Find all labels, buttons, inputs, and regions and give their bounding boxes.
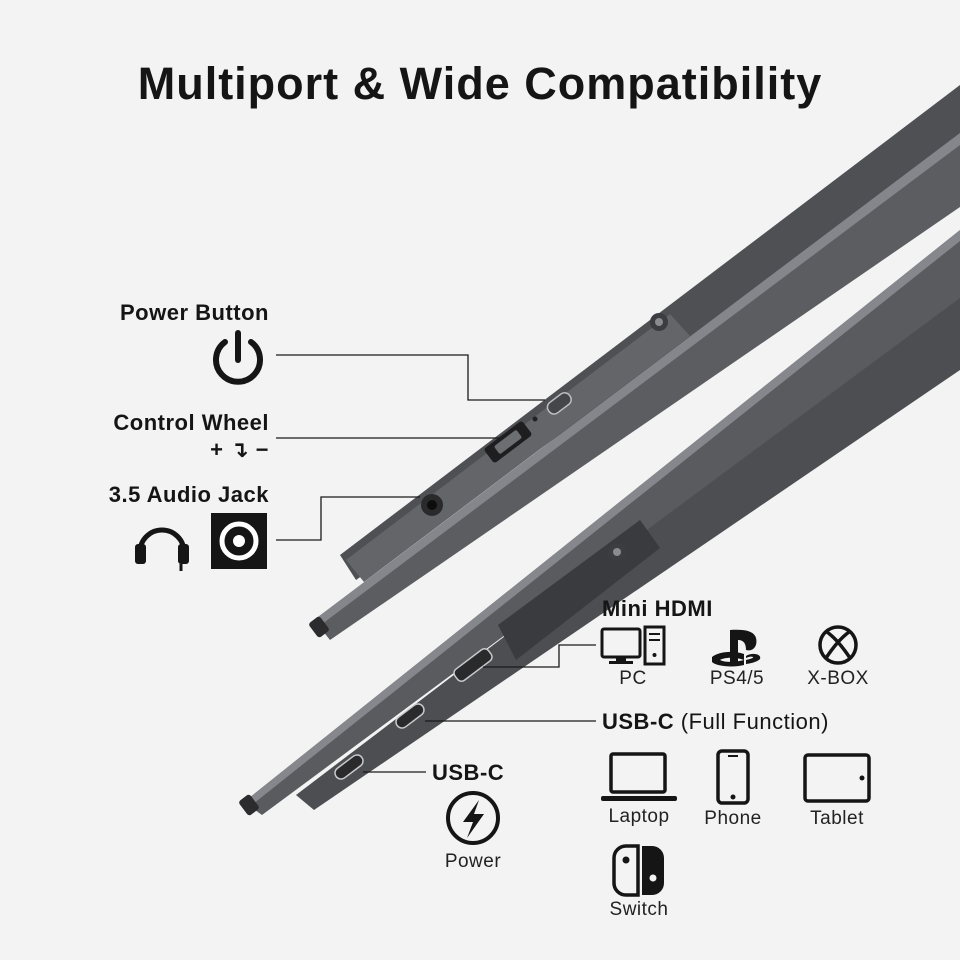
audio-jack-icon xyxy=(211,513,267,569)
xbox-label: X-BOX xyxy=(807,668,869,689)
power-button-port xyxy=(546,392,572,415)
pc-label: PC xyxy=(619,668,647,689)
audio-jack-port xyxy=(421,494,443,516)
power-leader-line xyxy=(276,354,545,401)
usbc-full-port xyxy=(395,703,425,729)
control-wheel-label: Control Wheel xyxy=(113,410,269,435)
xbox-icon xyxy=(818,625,858,665)
hdmi-leader-line xyxy=(483,644,596,668)
usbc-power-port xyxy=(334,754,364,780)
usbc-power-label: USB-C xyxy=(432,760,505,785)
laptop-label: Laptop xyxy=(608,806,670,827)
audio-jack-label: 3.5 Audio Jack xyxy=(108,482,269,507)
playstation-icon xyxy=(712,629,761,667)
lightning-power-icon xyxy=(446,791,500,845)
audio-leader-line xyxy=(276,496,420,541)
power-caption: Power xyxy=(444,851,502,872)
control-wheel-symbols: + ↴ − xyxy=(210,437,269,462)
pc-icon xyxy=(600,625,666,666)
laptop-icon xyxy=(601,752,677,801)
usbc-full-label: USB-C (Full Function) xyxy=(602,709,829,735)
switch-icon xyxy=(612,844,664,897)
usbc-full-main: USB-C xyxy=(602,709,675,734)
lower-monitor-body xyxy=(239,230,960,816)
switch-label: Switch xyxy=(609,899,669,920)
phone-label: Phone xyxy=(704,808,762,829)
tablet-label: Tablet xyxy=(810,808,864,829)
leader-lines xyxy=(276,354,596,773)
power-symbol-icon xyxy=(213,330,263,385)
ps-label: PS4/5 xyxy=(709,668,765,689)
power-button-label: Power Button xyxy=(120,300,269,325)
phone-icon xyxy=(716,749,750,805)
usbc-full-paren: (Full Function) xyxy=(680,709,829,734)
indicator-led xyxy=(532,416,538,422)
headphones-icon xyxy=(135,527,189,571)
tablet-icon xyxy=(803,753,871,803)
control-wheel-port xyxy=(484,421,532,463)
mini-hdmi-port xyxy=(453,648,493,682)
page-title: Multiport & Wide Compatibility xyxy=(137,58,823,109)
mini-hdmi-label: Mini HDMI xyxy=(602,596,713,621)
